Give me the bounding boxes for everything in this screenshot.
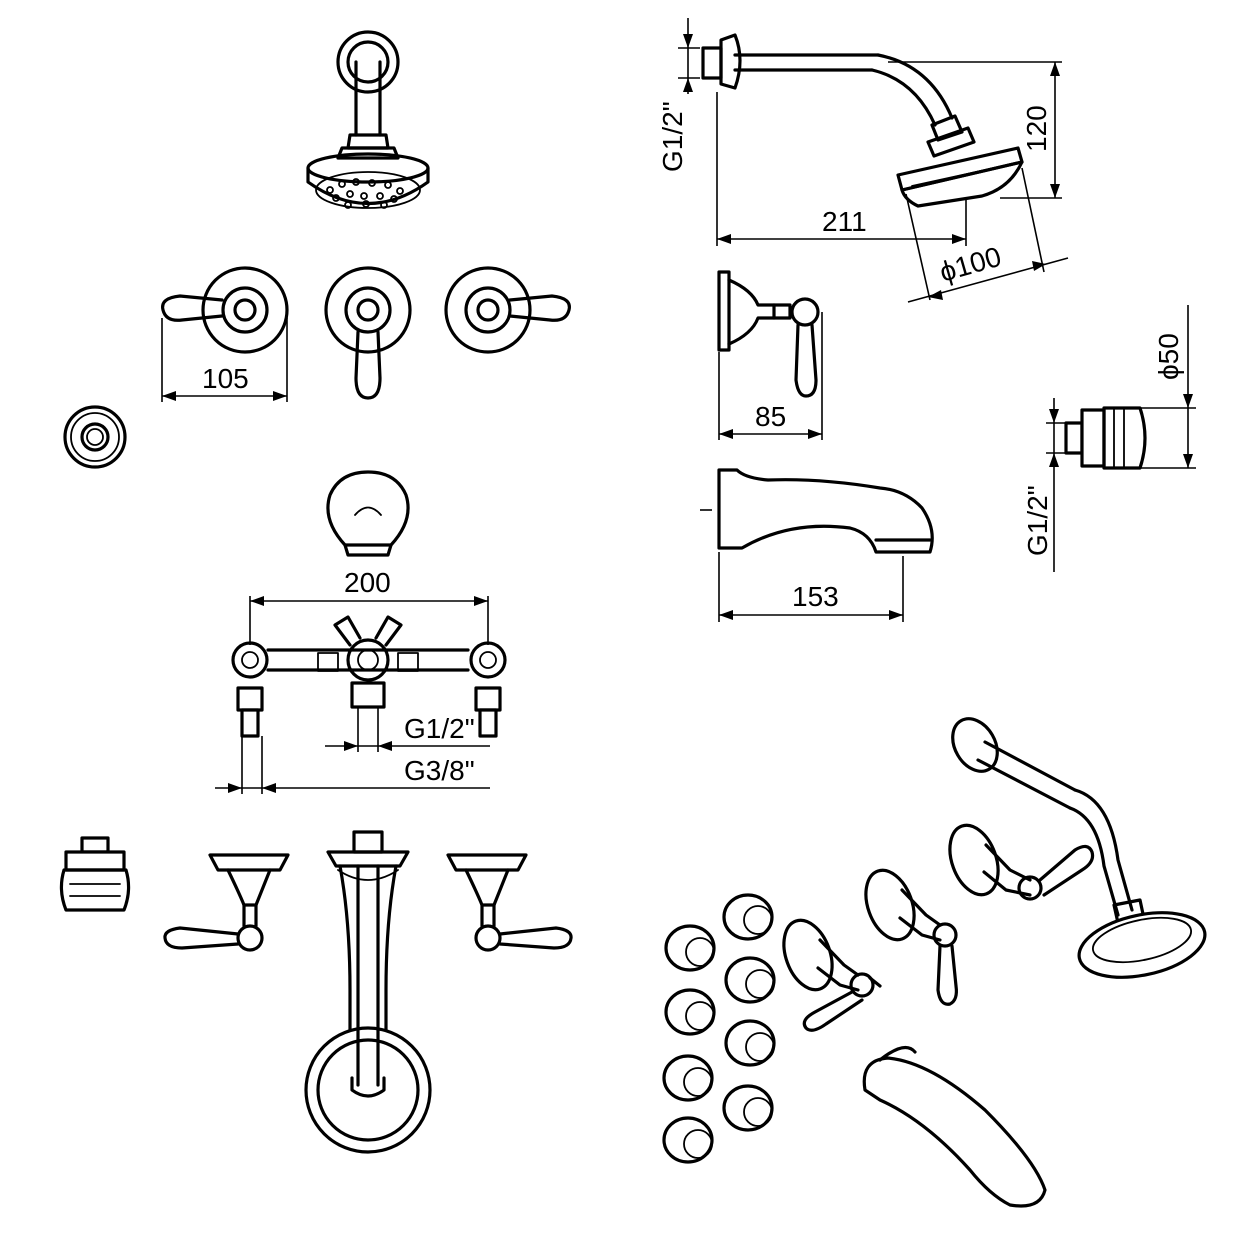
handle-side-view-right: [717, 270, 820, 398]
dimension-85: 85: [718, 312, 823, 440]
three-handles-front-view: [161, 266, 571, 400]
body-jet-front-view: [63, 405, 127, 469]
dim-label-jet-thread: G1/2": [1022, 485, 1053, 556]
dim-label-100: ϕ100: [936, 241, 1005, 288]
dim-label-153: 153: [792, 581, 839, 612]
dimension-200: 200: [249, 567, 489, 645]
dim-label-50: ϕ50: [1153, 333, 1184, 380]
body-jets-iso: [662, 893, 776, 1164]
concealed-valve-body: [231, 615, 507, 738]
dim-label-120: 120: [1021, 105, 1052, 152]
tub-spout-side-view: [700, 468, 934, 554]
dimension-jet: ϕ50 G1/2": [1022, 305, 1196, 572]
dimension-153: 153: [718, 552, 904, 622]
tub-spout-front-view: [326, 470, 410, 557]
body-jet-side-view-right: [1064, 406, 1147, 470]
dim-label-200: 200: [344, 567, 391, 598]
dim-label-shower-arm-thread: G1/2": [657, 101, 688, 172]
isometric-set-view: [662, 717, 1207, 1208]
dim-label-85: 85: [755, 401, 786, 432]
handles-side-view: [163, 853, 573, 952]
body-jet-side-view: [59, 836, 131, 912]
dimension-105: 105: [161, 318, 288, 402]
dim-label-outlet-thread: G3/8": [404, 755, 475, 786]
spout-arm-side-view: [304, 830, 432, 1154]
shower-arm-side-view: [701, 33, 1024, 208]
dimension-threads: G1/2" G3/8": [215, 708, 490, 794]
dim-label-211: 211: [822, 206, 867, 237]
dim-label-105: 105: [202, 363, 249, 394]
dim-label-inlet-thread: G1/2": [404, 713, 475, 744]
shower-head-front-view: [306, 30, 430, 209]
